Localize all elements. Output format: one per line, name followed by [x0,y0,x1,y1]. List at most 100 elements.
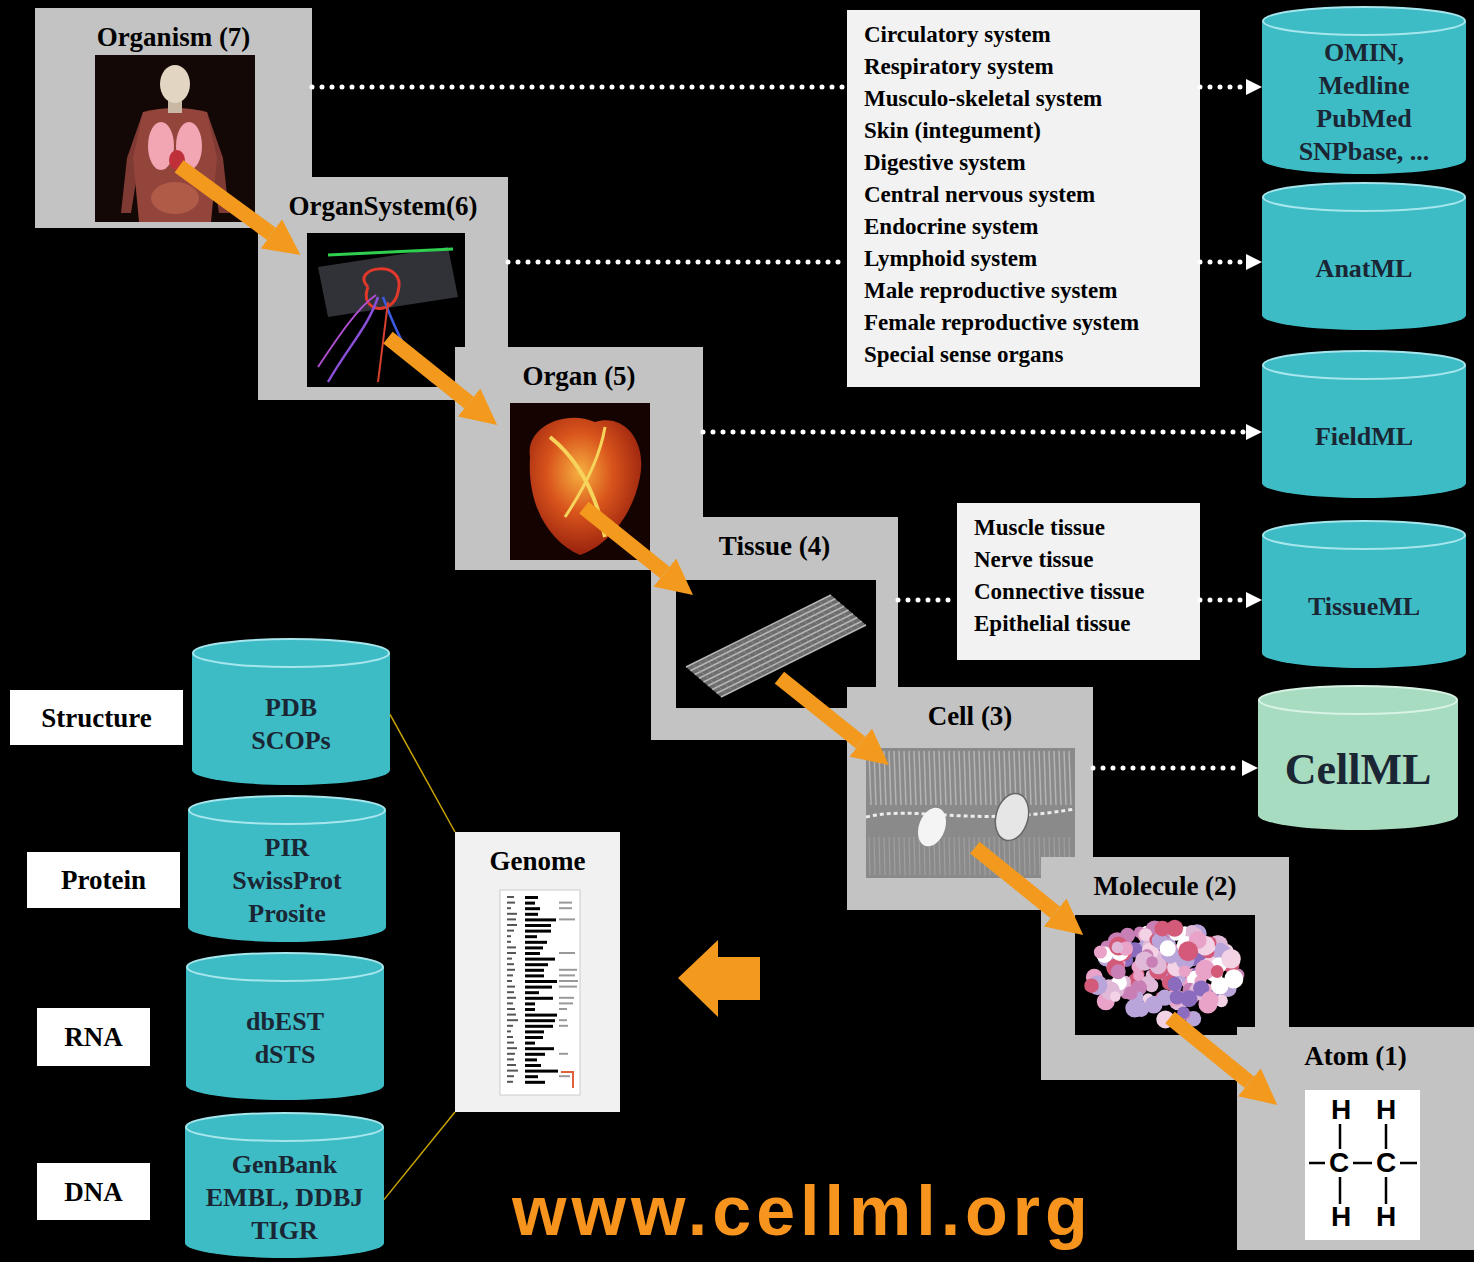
fibre-line [690,599,835,671]
genome-note [559,997,574,999]
genome-band [525,1019,555,1022]
body-head [160,65,190,103]
microvillus [1004,837,1005,875]
microvillus [1054,751,1056,805]
microvillus [1024,837,1025,875]
atom-symbol: H [1376,1203,1396,1231]
genome-tick [507,935,511,937]
microvillus [974,837,975,875]
striation [801,610,836,640]
atom-sphere [1167,977,1182,992]
microvillus [894,837,895,875]
level-arrow [388,338,469,403]
text-block: Molecule (2) [1041,870,1289,902]
category-text: DNA [64,1176,123,1208]
text-block: Genome [455,845,620,877]
database-cylinder: GenBankEMBL, DDBJTIGR [185,1112,384,1258]
genome-tick [507,1075,514,1077]
cylinder-top [1263,7,1465,35]
database-cylinder: AnatML [1262,182,1466,330]
genome-band [525,997,553,1000]
striation [813,604,848,634]
list-item: Nerve tissue [974,544,1093,576]
microvillus [914,751,916,805]
striation [759,631,794,661]
genome-band [525,986,552,989]
genome-tick [507,1036,513,1038]
microvillus [939,837,940,875]
striation [746,637,781,667]
dotted-link [1200,598,1246,603]
microvillus [909,751,911,805]
genome-band [525,1047,554,1050]
level-title: OrganSystem(6) [289,190,478,222]
heart-vessel [565,427,605,517]
dotted-link [508,260,847,265]
microvillus [869,751,871,805]
microvillus [884,837,885,875]
microvillus [909,837,910,875]
image-ground [95,55,255,222]
cylinder-top [186,1113,383,1141]
genome-tick [507,1025,513,1027]
database-name: Prosite [248,897,326,930]
microvillus [989,837,990,875]
microvillus [874,751,876,805]
atom-sphere [1146,956,1158,968]
microvillus [879,837,880,875]
fibre-line [686,595,831,667]
database-cylinder: OMIN,MedlinePubMedSNPbase, ... [1262,6,1466,174]
microvillus [889,837,890,875]
text-block: OrganSystem(6) [258,190,508,222]
microvillus [969,751,971,805]
database-name: SwissProt [232,864,341,897]
genome-note [559,974,575,976]
fibre-line [712,618,857,690]
atom-symbol: H [1376,1096,1396,1124]
genome-tick [507,896,514,898]
microvillus [1069,751,1071,805]
vessel [318,295,376,367]
genome-tick [507,991,514,993]
genome-band [525,930,551,933]
list-item: Respiratory system [864,51,1054,83]
chemical-bond [1353,1162,1372,1165]
text-block: Protein [61,864,146,896]
genome-tick [507,1008,515,1010]
heart-shape [530,418,642,555]
list-item: Skin (integument) [864,115,1041,147]
genome-band [525,913,538,916]
leader-line [390,714,455,832]
list-item: Muscle tissue [974,512,1105,544]
fibre-line [695,603,840,675]
microvillus [914,837,915,875]
level-box: Atom (1) [1237,1027,1474,1250]
microvillus [879,751,881,805]
list-box: Muscle tissueNerve tissueConnective tiss… [957,503,1200,660]
body-heart [169,150,185,170]
body-torso [133,108,217,222]
atom-sphere [1221,949,1241,969]
microvillus [969,837,970,875]
cylinder-top [189,796,385,824]
chemical-bond [1339,1177,1342,1204]
level-arrow [975,848,1055,913]
genome-band [525,980,557,983]
level-arrow [584,508,665,573]
level-arrow [1170,1018,1249,1083]
fibre-bundle [686,595,866,697]
image-ground [676,580,876,708]
list-item: Connective tissue [974,576,1145,608]
microvillus [869,837,870,875]
dotted-link [1200,85,1246,90]
genome-note [559,986,577,988]
microvillus [939,751,941,805]
microvillus [944,837,945,875]
text-block: Cell (3) [847,700,1093,732]
genome-tick [507,930,514,932]
striation [777,622,812,652]
atom-symbol: C [1329,1149,1349,1177]
atom-sphere [1160,940,1176,956]
genome-band [525,1042,535,1045]
